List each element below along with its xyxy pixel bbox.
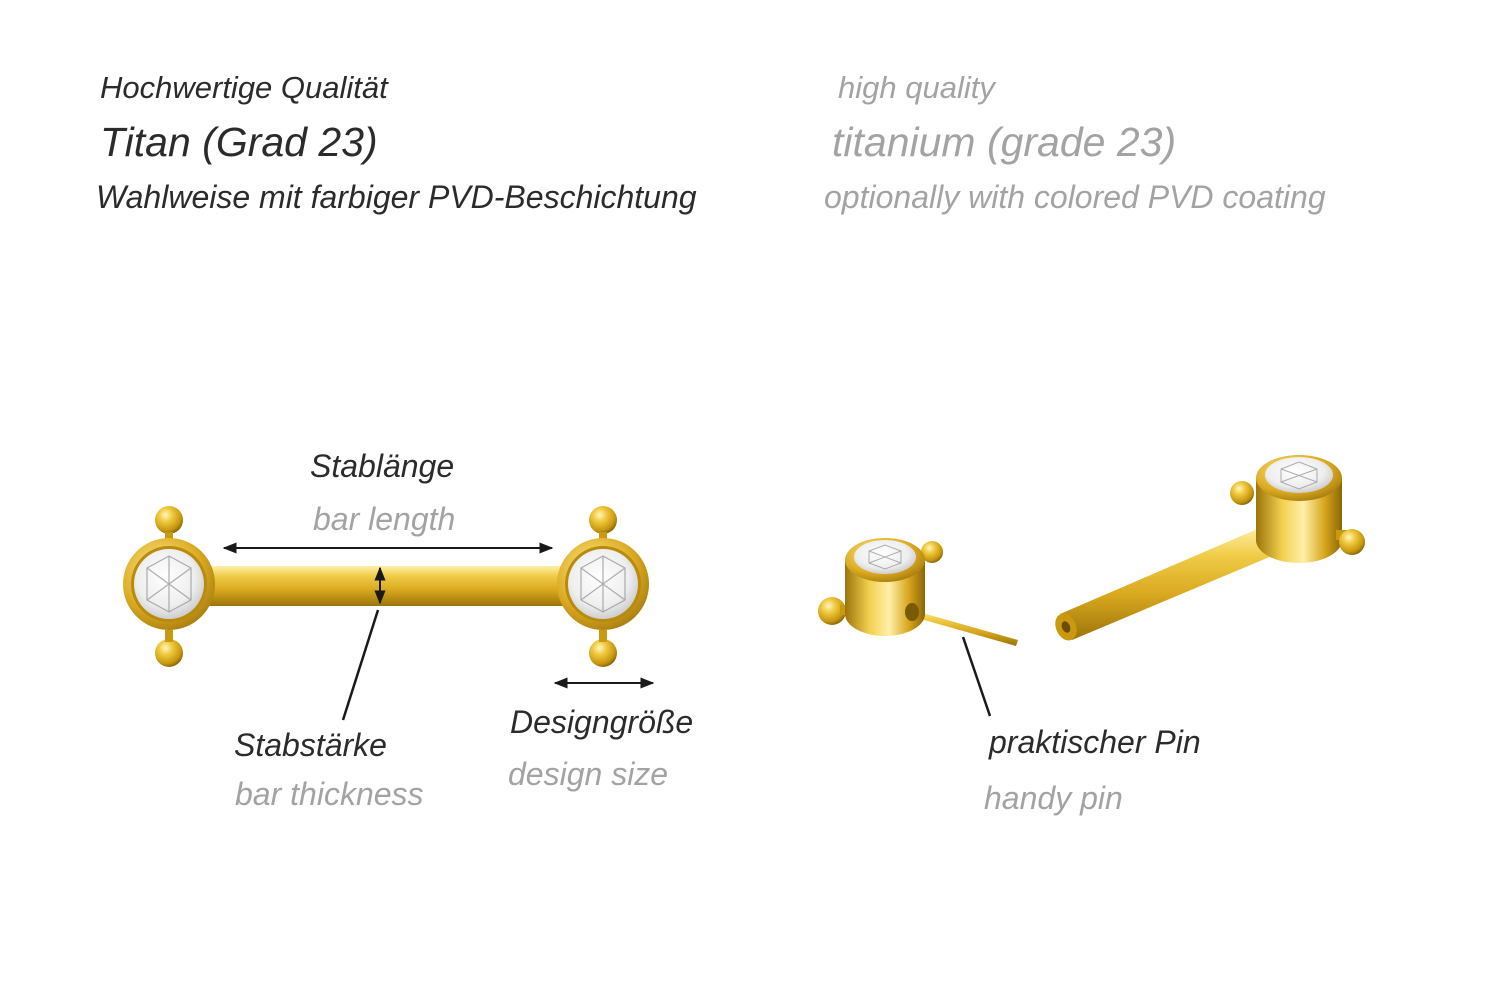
header-quality-de: Hochwertige Qualität	[100, 70, 388, 105]
label-bar-length-de: Stablänge	[310, 448, 455, 484]
header-coating-de: Wahlweise mit farbiger PVD-Beschichtung	[96, 179, 697, 215]
label-bar-length-en: bar length	[313, 501, 456, 537]
label-bar-thickness-de: Stabstärke	[234, 727, 387, 763]
label-bar-thickness-en: bar thickness	[235, 776, 424, 812]
right-end-design	[557, 506, 649, 667]
handy-pin-leader	[961, 636, 992, 717]
header-material-de: Titan (Grad 23)	[100, 119, 378, 165]
label-handy-pin-de: praktischer Pin	[989, 724, 1201, 760]
pin-part-left	[818, 538, 1018, 646]
left-end-design	[123, 506, 215, 667]
header-coating-en: optionally with colored PVD coating	[824, 179, 1326, 215]
barbell-front-view	[123, 506, 649, 667]
pin-part-right	[1055, 455, 1365, 641]
header-material-en: titanium (grade 23)	[832, 119, 1177, 165]
bar-shaft	[205, 566, 570, 606]
label-handy-pin-en: handy pin	[984, 780, 1123, 816]
label-design-size-de: Designgröße	[510, 704, 694, 740]
bar-thickness-leader	[341, 609, 380, 721]
header-quality-en: high quality	[838, 70, 995, 105]
label-design-size-en: design size	[508, 756, 669, 792]
